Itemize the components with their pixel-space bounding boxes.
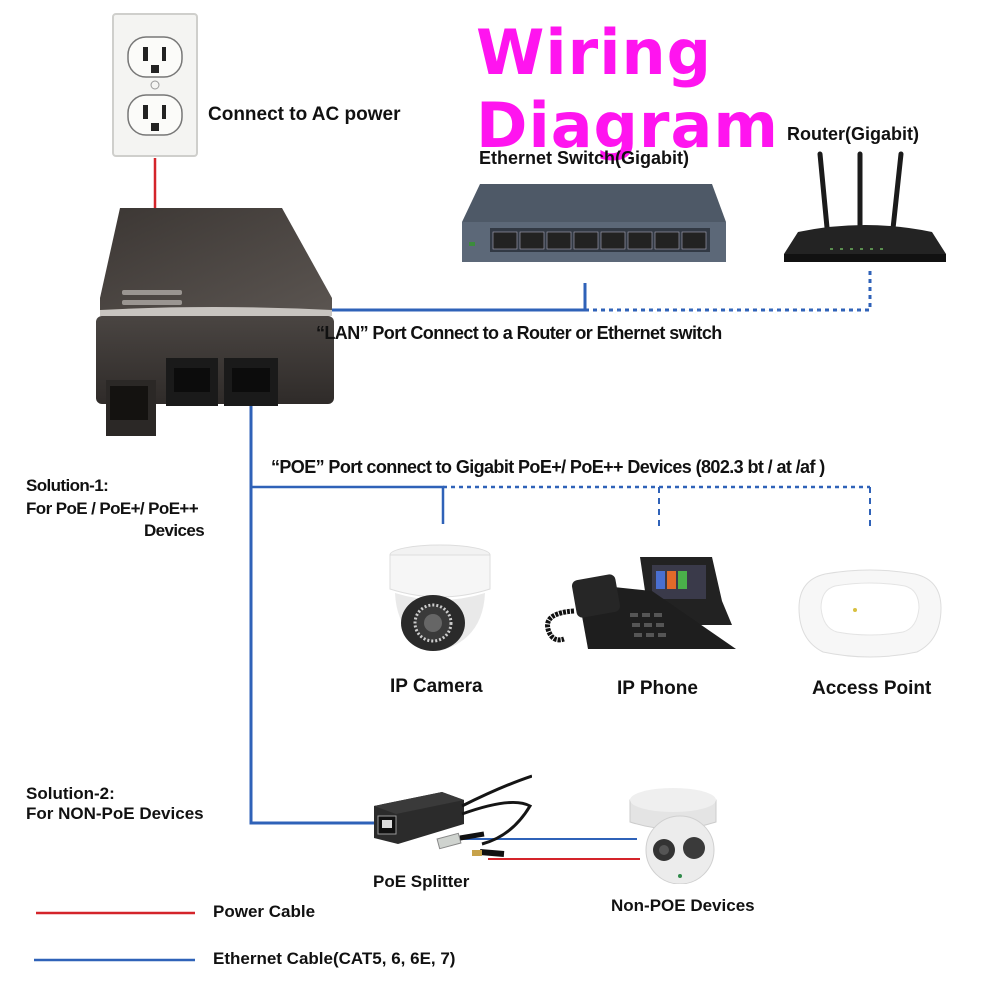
router-icon: [780, 150, 950, 268]
ac-outlet-icon: [112, 13, 198, 157]
diagram-title: Wiring Diagram: [476, 16, 779, 162]
access-point-label: Access Point: [812, 678, 932, 699]
solution2-title: Solution-2:: [26, 784, 115, 803]
ethernet-wire-router-dashed: [585, 268, 872, 312]
ip-camera-label: IP Camera: [390, 676, 483, 697]
router-label: Router(Gigabit): [787, 124, 919, 144]
ethernet-switch-icon: [460, 180, 728, 264]
ethernet-wire-ipcamera: [251, 485, 445, 524]
access-point-icon: [795, 568, 945, 660]
solution2-subtitle: For NON-PoE Devices: [26, 804, 204, 823]
solution1-subtitle-1: For PoE / PoE+/ PoE++: [26, 499, 199, 518]
poe-splitter-icon: [372, 766, 533, 866]
solution1-title: Solution-1:: [26, 476, 109, 495]
switch-label: Ethernet Switch(Gigabit): [479, 148, 690, 168]
ip-phone-icon: [540, 553, 752, 655]
solution1-subtitle-2: Devices: [144, 521, 205, 540]
ip-camera-icon: [385, 543, 495, 659]
non-poe-device-label: Non-POE Devices: [611, 896, 755, 915]
poe-splitter-label: PoE Splitter: [373, 872, 470, 891]
ip-phone-label: IP Phone: [617, 678, 698, 699]
ac-power-label: Connect to AC power: [208, 104, 401, 125]
legend-power-label: Power Cable: [213, 902, 316, 921]
poe-caption: “POE” Port connect to Gigabit PoE+/ PoE+…: [271, 457, 825, 477]
lan-caption: “LAN” Port Connect to a Router or Ethern…: [316, 323, 722, 343]
turret-camera-icon: [618, 778, 728, 885]
poe-injector-icon: [92, 198, 338, 448]
legend-ethernet-label: Ethernet Cable(CAT5, 6, 6E, 7): [213, 949, 456, 968]
